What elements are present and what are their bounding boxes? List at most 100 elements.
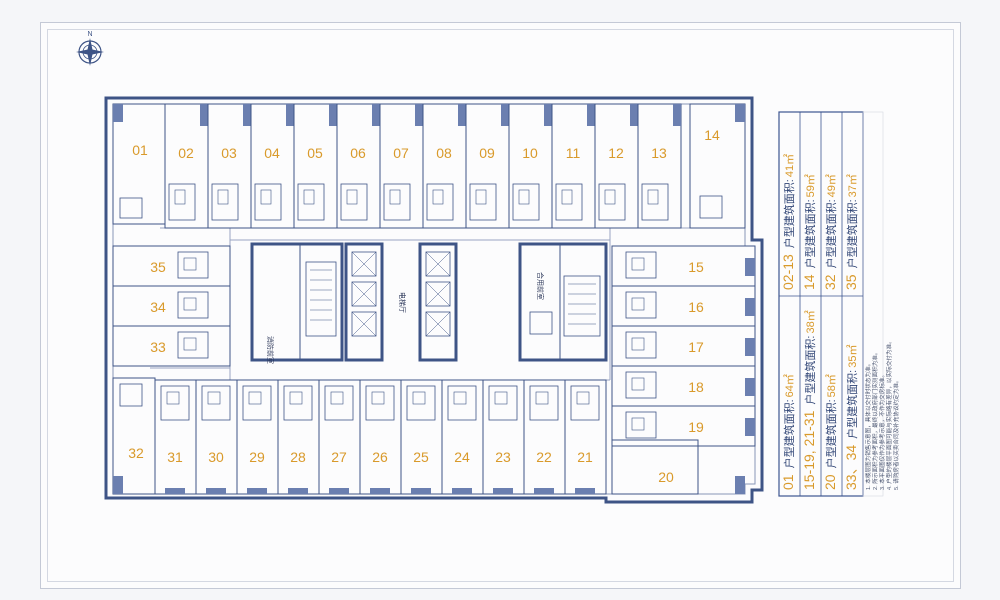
unit-33: 33	[112, 325, 231, 367]
svg-text:32户型建筑面积:49㎡: 32 户型建筑面积: 49㎡	[822, 174, 838, 290]
unit-21-label: 21	[577, 449, 593, 465]
legend-codes: 32	[822, 274, 838, 290]
unit-02-label: 02	[178, 145, 194, 161]
sheet-inner-frame	[47, 29, 954, 582]
svg-text:02-13户型建筑面积:41㎡: 02-13 户型建筑面积: 41㎡	[780, 154, 796, 290]
unit-16: 16	[611, 285, 756, 327]
legend-row: 14户型建筑面积:59㎡	[801, 174, 817, 290]
unit-01-label: 01	[132, 142, 148, 158]
legend-row: 15-19, 21-31 户型建筑面积: 38㎡	[801, 310, 817, 490]
unit-14: 14	[689, 103, 746, 229]
unit-06: 06	[336, 103, 381, 229]
svg-text:33、34户型建筑面积:35㎡: 33、34户型建筑面积:35㎡	[843, 345, 859, 490]
compass-icon: N	[76, 31, 104, 66]
core-left: 消防前室	[250, 242, 344, 364]
legend-row: 35 户型建筑面积: 37㎡	[843, 174, 859, 290]
unit-31-label: 31	[167, 449, 183, 465]
legend-area: 37㎡	[846, 174, 859, 197]
note-line: 2. 所示面积为参考面积，最终以政府部门实测面积为准。	[871, 350, 879, 490]
svg-text:14户型建筑面积:59㎡: 14户型建筑面积:59㎡	[801, 174, 817, 290]
legend-label: 户型建筑面积:	[803, 336, 817, 405]
legend-label: 户型建筑面积:	[782, 179, 796, 248]
combined-front-room-label: 合用前室	[536, 272, 545, 300]
unit-06-label: 06	[350, 145, 366, 161]
unit-30-label: 30	[208, 449, 224, 465]
legend-label: 户型建筑面积:	[782, 399, 796, 468]
legend-label: 户型建筑面积:	[824, 199, 838, 268]
unit-32: 32	[112, 377, 156, 495]
fire-control-room-label: 消防前室	[266, 336, 275, 364]
unit-24-label: 24	[454, 449, 470, 465]
legend-codes: 15-19, 21-31	[801, 410, 817, 490]
unit-24: 24	[441, 379, 484, 495]
svg-text:15-19, 21-31户型建筑面积:38㎡: 15-19, 21-31 户型建筑面积: 38㎡	[801, 310, 817, 490]
note-line: 5. 请购房者以买卖合同及补充协议约定为准。	[892, 377, 900, 490]
unit-18: 18	[611, 365, 756, 407]
unit-03-label: 03	[221, 145, 237, 161]
legend-codes: 20	[822, 474, 838, 490]
elevator-bank-left	[344, 242, 384, 362]
note-line: 4. 户型的楼层平面图可能与实际略有差异，以实际交付为准。	[885, 338, 893, 490]
top-units: 02 03 04 05 06 07 08 09 10 11 12 13	[164, 103, 682, 229]
legend-area: 58㎡	[825, 374, 838, 397]
unit-27-label: 27	[331, 449, 347, 465]
unit-17-label: 17	[688, 339, 704, 355]
left-units: 35 34 33	[112, 245, 231, 367]
unit-08-label: 08	[436, 145, 452, 161]
unit-07: 07	[379, 103, 424, 229]
unit-16-label: 16	[688, 299, 704, 315]
svg-text:01户型建筑面积:64㎡: 01 户型建筑面积: 64㎡	[780, 374, 796, 490]
unit-13-label: 13	[651, 145, 667, 161]
unit-20: 20	[611, 439, 745, 495]
unit-20-label: 20	[658, 469, 674, 485]
north-label: N	[87, 31, 92, 38]
unit-05-label: 05	[307, 145, 323, 161]
unit-35: 35	[112, 245, 231, 287]
legend-row: 20 户型建筑面积: 58㎡	[822, 374, 838, 490]
legend-codes: 14	[801, 274, 817, 290]
unit-35-label: 35	[150, 259, 166, 275]
right-units: 15 16 17 18 19	[611, 245, 756, 447]
unit-26-label: 26	[372, 449, 388, 465]
legend-codes: 01	[780, 474, 796, 490]
unit-13: 13	[637, 103, 682, 229]
legend-label: 户型建筑面积:	[845, 199, 859, 268]
legend-area: 64㎡	[783, 374, 796, 397]
unit-14-label: 14	[704, 127, 720, 143]
unit-32-label: 32	[128, 445, 144, 461]
elevator-bank-right	[418, 242, 458, 362]
unit-15-label: 15	[688, 259, 704, 275]
unit-21: 21	[564, 379, 607, 495]
unit-11-label: 11	[566, 145, 581, 161]
unit-10-label: 10	[522, 145, 538, 161]
legend-row: 33、34户型建筑面积:35㎡	[843, 345, 859, 490]
unit-09-label: 09	[479, 145, 495, 161]
unit-33-label: 33	[150, 339, 166, 355]
note-line: 3. 本平面图仅作为参考示意，不作为交房标准。	[878, 372, 886, 490]
unit-19: 19	[611, 405, 756, 447]
legend-area: 38㎡	[804, 310, 817, 333]
unit-23-label: 23	[495, 449, 511, 465]
legend-label: 户型建筑面积:	[824, 399, 838, 468]
elevator-hall-label: 电梯厅	[398, 292, 407, 313]
legend-label: 户型建筑面积:	[803, 199, 817, 268]
unit-12-label: 12	[608, 145, 624, 161]
unit-04-label: 04	[264, 145, 280, 161]
legend-row: 32 户型建筑面积: 49㎡	[822, 174, 838, 290]
legend-area: 49㎡	[825, 174, 838, 197]
unit-25-label: 25	[413, 449, 429, 465]
legend-row: 01 户型建筑面积: 64㎡	[780, 374, 796, 490]
legend-codes: 33、34	[843, 445, 859, 490]
unit-19-label: 19	[688, 419, 704, 435]
unit-34-label: 34	[150, 299, 166, 315]
unit-01: 01	[112, 103, 166, 225]
legend-codes: 02-13	[780, 254, 796, 290]
svg-text:35户型建筑面积:37㎡: 35 户型建筑面积: 37㎡	[843, 174, 859, 290]
unit-29-label: 29	[249, 449, 265, 465]
legend-codes: 35	[843, 274, 859, 290]
legend-area: 41㎡	[783, 154, 796, 177]
core-right: 合用前室	[518, 242, 608, 362]
